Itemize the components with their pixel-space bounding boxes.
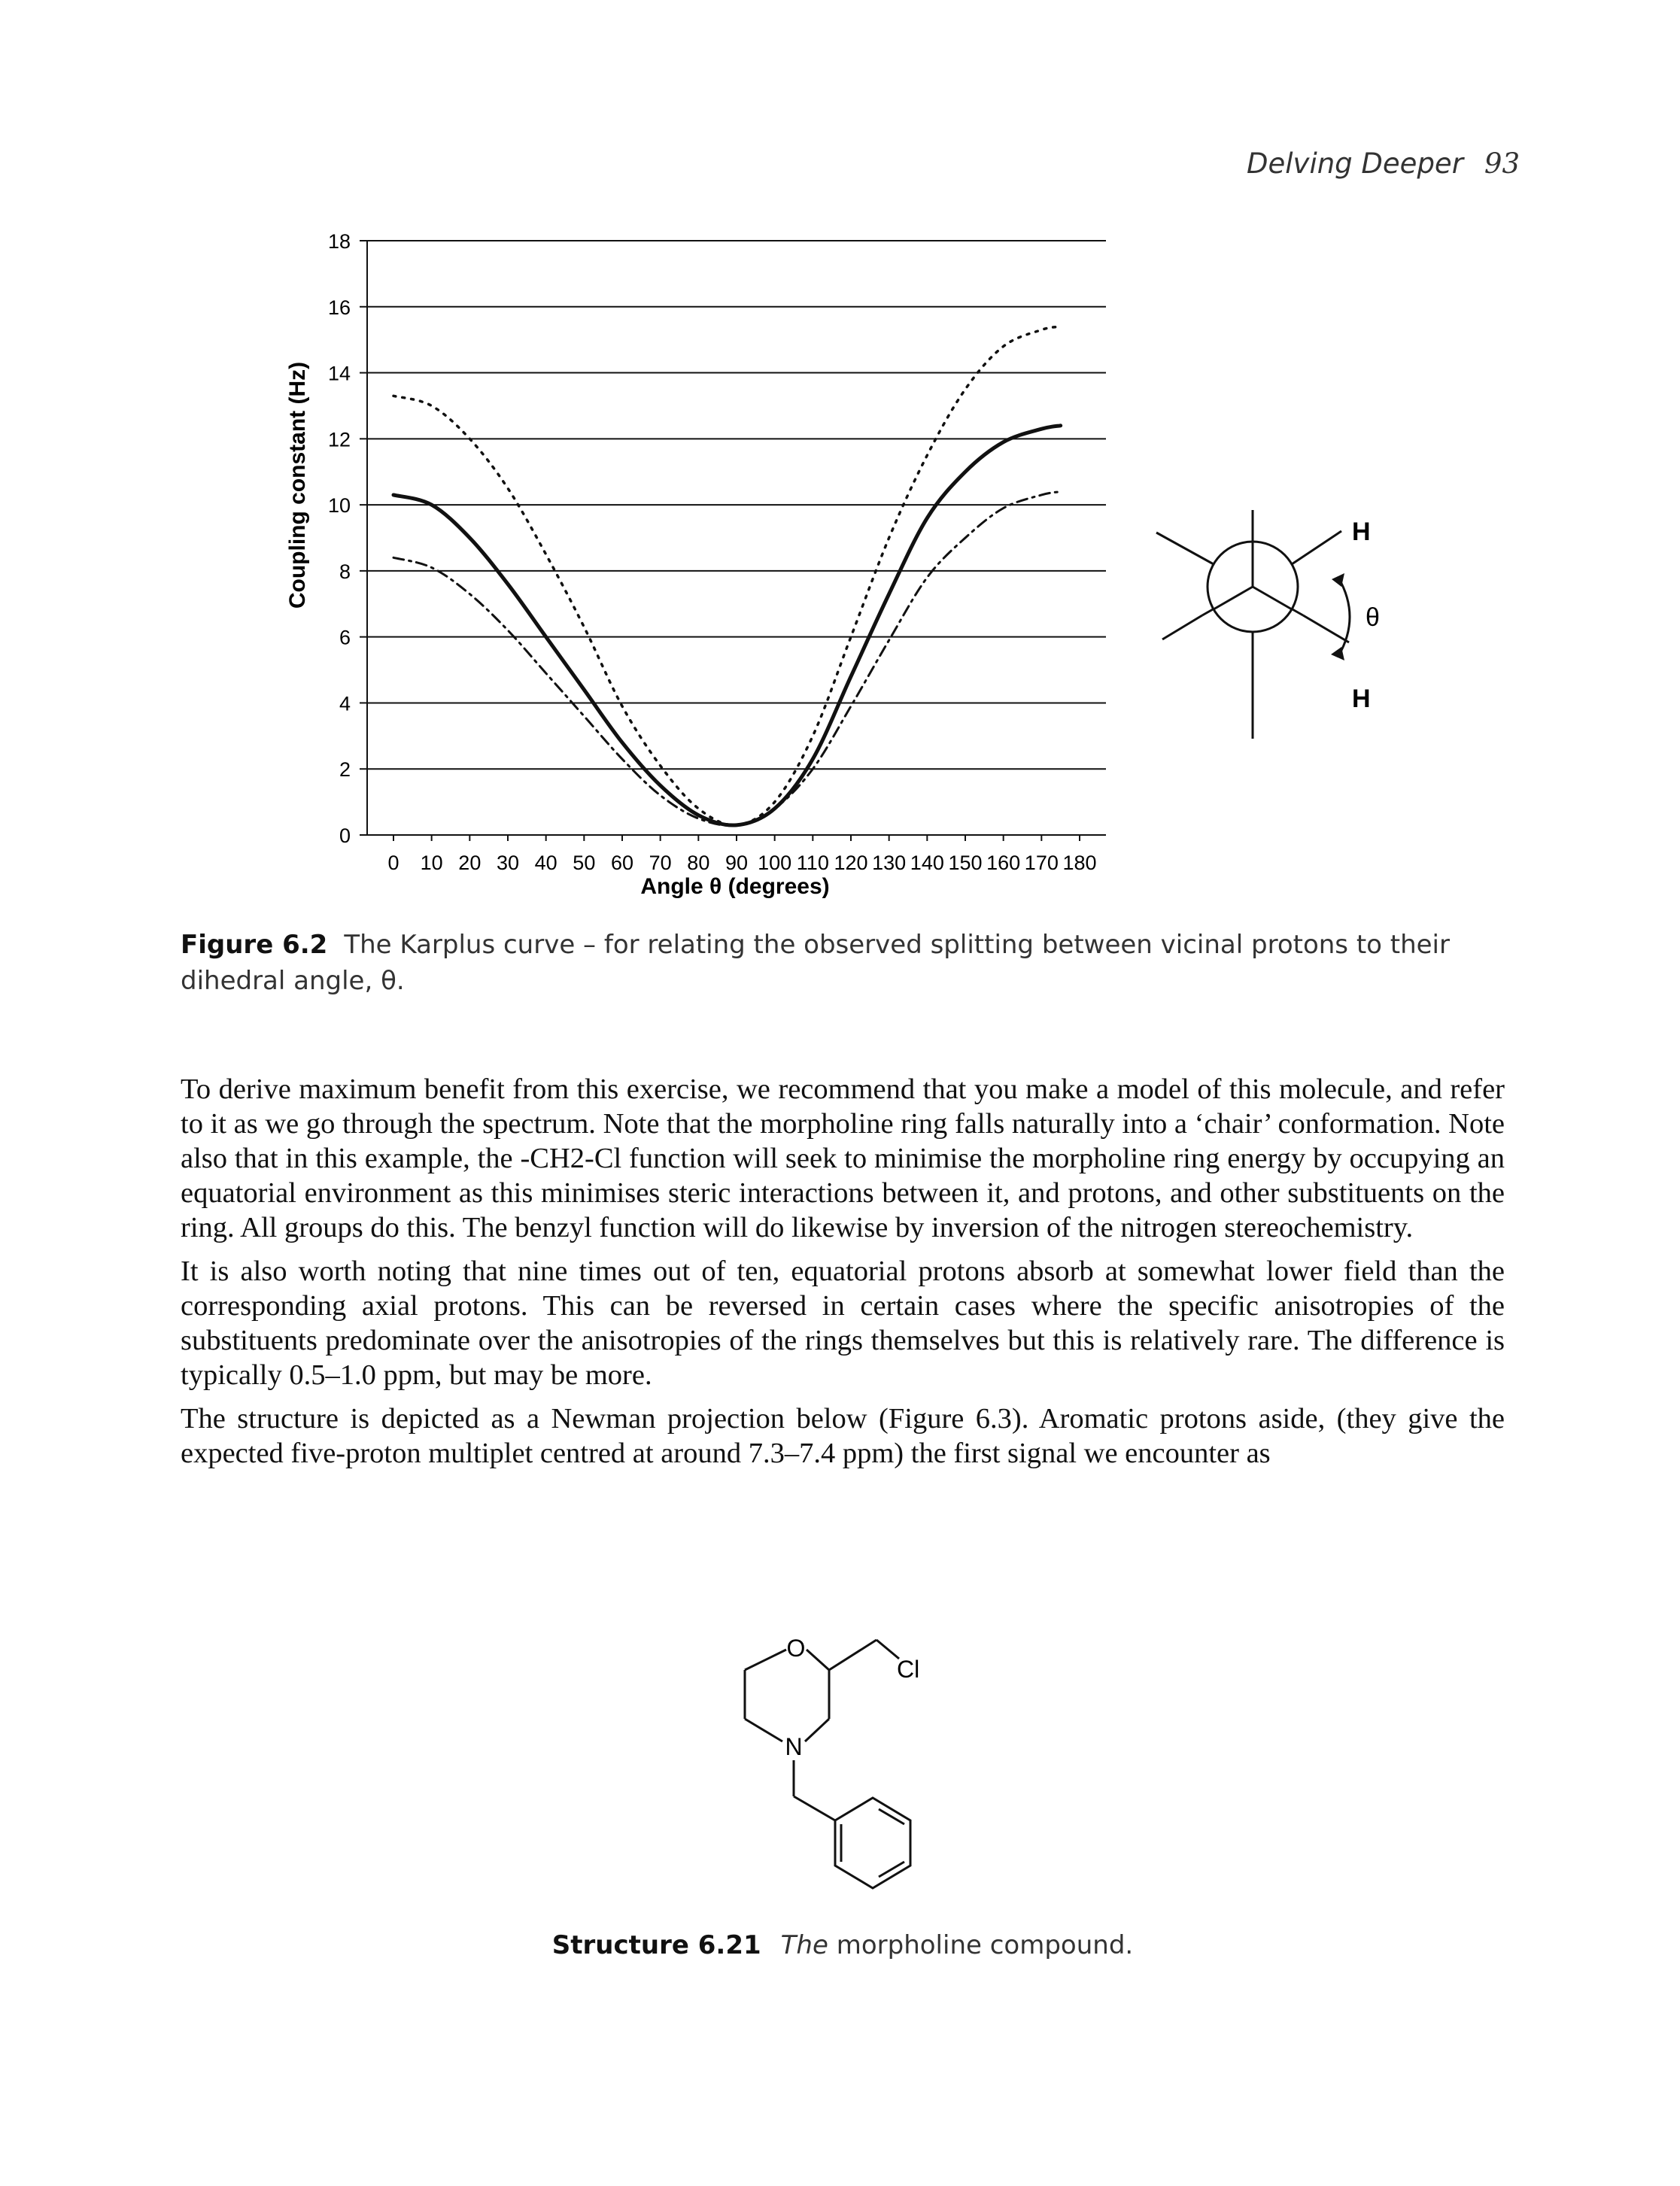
- x-tick-label-140: 140: [910, 852, 944, 874]
- paragraph-2: It is also worth noting that nine times …: [181, 1255, 1505, 1391]
- y-tick-label-16: 16: [328, 296, 351, 319]
- label-h-bottom: H: [1352, 685, 1371, 713]
- x-tick-label-10: 10: [421, 852, 443, 874]
- series-line-dash-dot: [392, 490, 1062, 827]
- x-tick-label-100: 100: [758, 852, 791, 874]
- x-tick-label-120: 120: [834, 852, 867, 874]
- x-tick-label-60: 60: [611, 852, 633, 874]
- front-bond-right-inner: [1252, 585, 1293, 611]
- structure-caption-italic: The: [780, 1930, 828, 1960]
- atom-o: O: [787, 1635, 806, 1662]
- label-theta: θ: [1366, 603, 1380, 632]
- y-tick-label-8: 8: [339, 560, 351, 583]
- x-tick-label-130: 130: [872, 852, 906, 874]
- rear-bond-upper-left: [1156, 531, 1214, 566]
- x-tick-label-150: 150: [948, 852, 982, 874]
- newman-projection: H H θ: [1156, 510, 1380, 739]
- series-line-solid: [391, 424, 1063, 827]
- structure-caption-label: Structure 6.21: [551, 1930, 761, 1960]
- x-tick-label-40: 40: [535, 852, 557, 874]
- morpholine-structure: O N Cl: [743, 1635, 919, 1890]
- running-header: Delving Deeper 93: [903, 147, 1520, 180]
- angle-arc: [1337, 577, 1351, 657]
- series-line-dotted: [392, 325, 1062, 827]
- angle-arrow-bottom: [1331, 647, 1344, 660]
- y-tick-label-18: 18: [328, 230, 351, 253]
- front-bond-left-inner: [1213, 585, 1253, 611]
- atom-cl: Cl: [897, 1656, 919, 1683]
- y-tick-label-12: 12: [328, 428, 351, 451]
- x-tick-label-180: 180: [1062, 852, 1096, 874]
- y-tick-label-10: 10: [328, 494, 351, 517]
- paragraph-1: To derive maximum benefit from this exer…: [181, 1073, 1505, 1243]
- structure-caption: Structure 6.21 The morpholine compound.: [181, 1930, 1505, 1960]
- y-tick-labels: 0 2 4 6 8 10 12 14 16 18: [328, 230, 351, 847]
- figure-caption-text: The Karplus curve – for relating the obs…: [181, 930, 1450, 996]
- x-tick-label-90: 90: [725, 852, 748, 874]
- angle-arrow-top: [1332, 573, 1344, 587]
- body-text: To derive maximum benefit from this exer…: [181, 1072, 1505, 1480]
- y-tick-label-4: 4: [339, 692, 351, 715]
- x-tick-label-160: 160: [986, 852, 1020, 874]
- chart-series: [391, 325, 1063, 827]
- front-bond-lower-right-ext: [1302, 614, 1350, 644]
- y-tick-label-6: 6: [339, 627, 351, 649]
- y-tick-label-0: 0: [339, 824, 351, 847]
- karplus-chart: 0 2 4 6 8 10 12 14 16 18 0 10 20 30 40 50 60 70 80 90 100 11…: [285, 230, 1106, 899]
- x-tick-label-30: 30: [497, 852, 519, 874]
- page-number: 93: [1484, 147, 1520, 180]
- paragraph-3: The structure is depicted as a Newman pr…: [181, 1403, 1505, 1469]
- x-tick-label-110: 110: [797, 852, 829, 874]
- running-title: Delving Deeper: [1247, 147, 1463, 180]
- y-tick-label-14: 14: [328, 363, 351, 385]
- x-tick-label-20: 20: [458, 852, 481, 874]
- y-axis-label: Coupling constant (Hz): [285, 362, 310, 609]
- label-h-top: H: [1352, 518, 1371, 546]
- x-axis-label: Angle θ (degrees): [640, 874, 829, 899]
- figure-caption-label: Figure 6.2: [181, 930, 328, 960]
- x-tick-label-80: 80: [687, 852, 709, 874]
- front-bond-lower-left-ext: [1162, 614, 1203, 641]
- structure-caption-text: morpholine compound.: [836, 1930, 1134, 1960]
- x-tick-label-50: 50: [573, 852, 595, 874]
- y-tick-label-2: 2: [339, 758, 351, 781]
- atom-n: N: [785, 1733, 802, 1760]
- x-tick-label-70: 70: [649, 852, 672, 874]
- rear-bond-upper-right: [1291, 530, 1342, 566]
- chart-grid: [360, 240, 1106, 841]
- x-tick-label-0: 0: [387, 852, 399, 874]
- x-tick-label-170: 170: [1025, 852, 1059, 874]
